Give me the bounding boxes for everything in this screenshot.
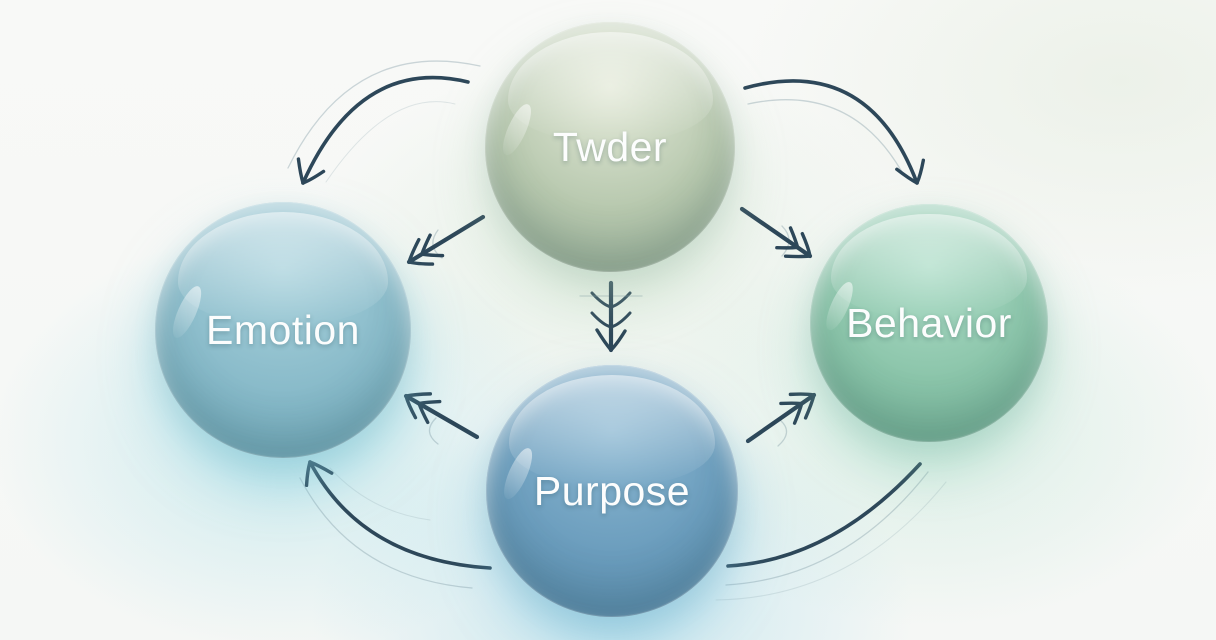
- arrow-purpose-to-behavior-curve: [726, 462, 922, 568]
- arrow-twder-to-behavior-curve: [743, 79, 926, 185]
- arrow-twder-to-emotion-curve-echo: [287, 60, 481, 169]
- arrow-purpose-to-emotion-short-echo: [428, 417, 439, 445]
- node-purpose: Purpose: [486, 365, 738, 617]
- arrow-purpose-to-emotion-short: [403, 392, 480, 440]
- node-behavior: Behavior: [810, 204, 1048, 442]
- node-behavior-label: Behavior: [846, 299, 1012, 346]
- arrow-twder-to-behavior-curve-echo: [747, 99, 903, 173]
- arrow-purpose-to-emotion-curve-echo-2: [329, 467, 431, 521]
- arrow-twder-to-behavior-short: [739, 206, 813, 259]
- arrow-purpose-to-emotion-curve: [304, 460, 492, 570]
- arrow-twder-to-emotion-curve: [296, 75, 470, 185]
- node-twder: Twder: [485, 22, 735, 272]
- arrow-purpose-to-behavior-short: [745, 392, 817, 444]
- node-twder-label: Twder: [552, 123, 668, 170]
- node-emotion-label: Emotion: [206, 306, 360, 353]
- arrow-purpose-to-behavior-short-echo: [777, 419, 788, 447]
- node-purpose-label: Purpose: [533, 467, 691, 514]
- arrow-purpose-to-behavior-curve-echo-2: [715, 481, 947, 601]
- node-emotion: Emotion: [155, 202, 411, 458]
- arrow-purpose-to-behavior-curve-echo: [725, 471, 929, 586]
- arrow-purpose-to-emotion-curve-echo: [299, 477, 473, 589]
- arrow-twder-to-emotion-short: [406, 214, 486, 266]
- arrow-twder-to-emotion-curve-echo-inner: [325, 101, 456, 183]
